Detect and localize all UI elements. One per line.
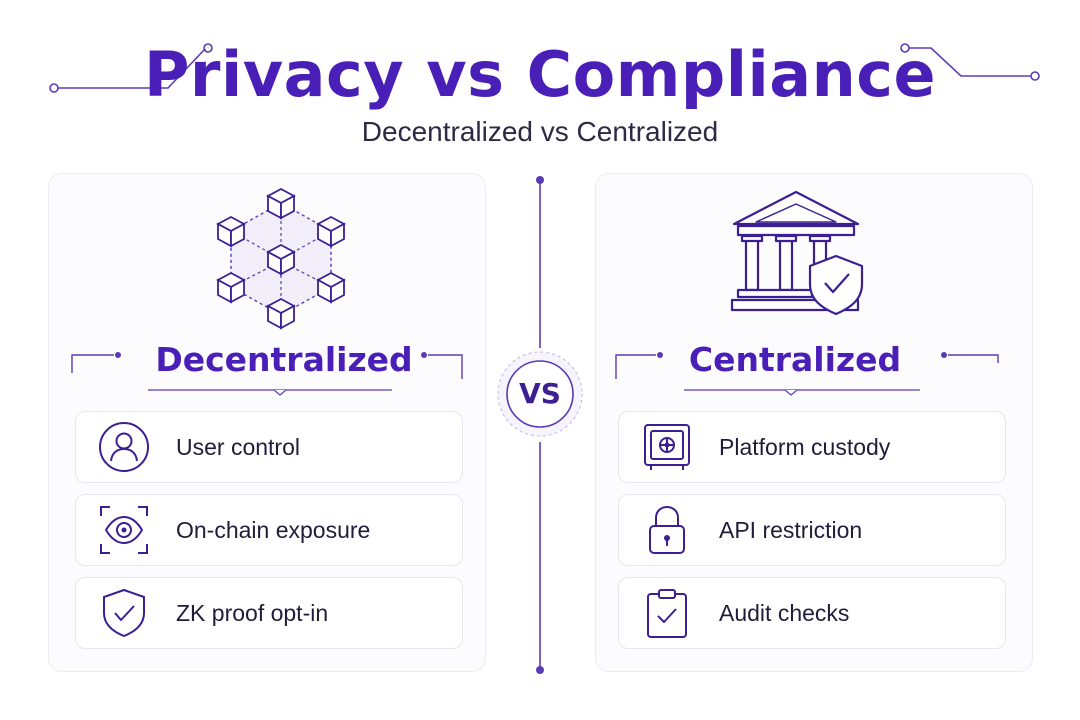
page-title: Privacy vs Compliance (143, 38, 937, 111)
circuit-decoration-left (49, 43, 213, 93)
list-item-on-chain-exposure: On-chain exposure (75, 494, 463, 566)
list-item-audit-checks: Audit checks (618, 577, 1006, 649)
item-label: ZK proof opt-in (176, 600, 329, 626)
bank-shield-icon (730, 190, 864, 316)
decentralized-heading: Decentralized (155, 340, 413, 379)
list-item-zk-proof: ZK proof opt-in (75, 577, 463, 649)
heading-rule-left (71, 352, 463, 396)
circuit-decoration-right (900, 43, 1040, 81)
item-label: Platform custody (719, 434, 891, 460)
eye-scan-icon (100, 506, 148, 554)
item-label: Audit checks (719, 600, 850, 626)
center-divider (536, 176, 544, 674)
padlock-icon (649, 505, 685, 554)
user-icon (99, 422, 149, 472)
list-item-user-control: User control (75, 411, 463, 483)
list-item-api-restriction: API restriction (618, 494, 1006, 566)
item-label: API restriction (719, 517, 863, 543)
shield-check-icon (103, 589, 145, 637)
centralized-heading: Centralized (688, 340, 902, 379)
safe-icon (644, 424, 690, 470)
clipboard-check-icon (647, 589, 687, 638)
vs-badge: VS (496, 350, 584, 438)
vs-label: VS (519, 377, 561, 410)
item-label: On-chain exposure (176, 517, 371, 543)
blockchain-network-icon (217, 188, 345, 329)
item-label: User control (176, 434, 300, 460)
list-item-platform-custody: Platform custody (618, 411, 1006, 483)
page-subtitle: Decentralized vs Centralized (361, 116, 719, 147)
heading-rule-right (615, 352, 999, 396)
